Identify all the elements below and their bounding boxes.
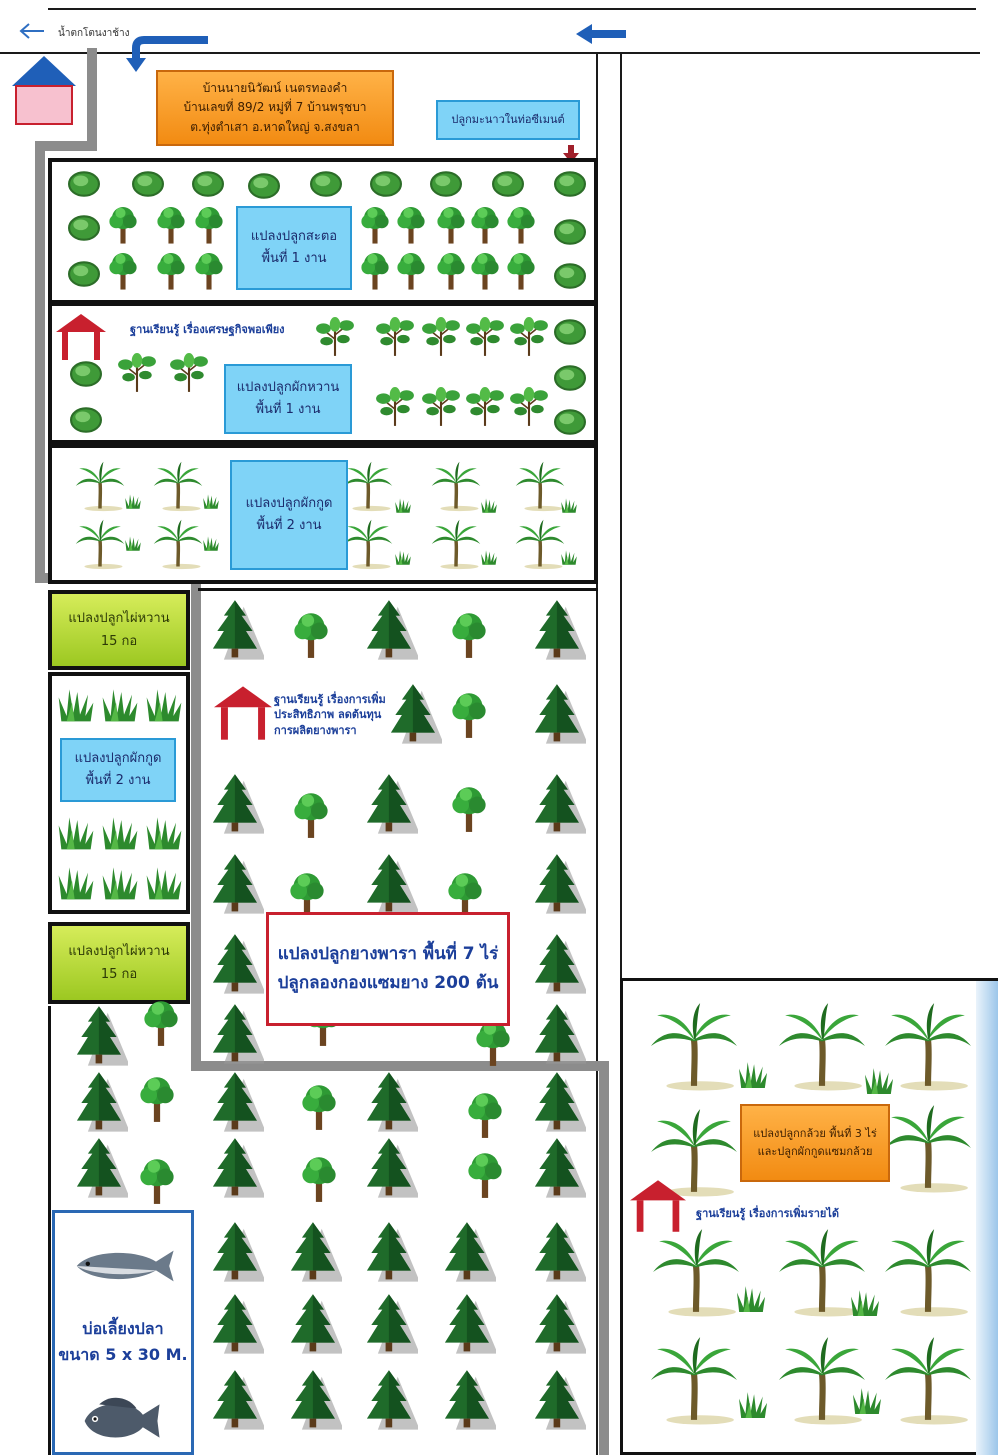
boundary-v-right2 — [620, 54, 622, 979]
plot-bamboo-bottom-line1: แปลงปลูกไผ่หวาน — [68, 943, 170, 959]
boundary-v-right — [596, 54, 598, 1455]
plot-banana-line2: และปลูกผักกูดแซมกล้วย — [757, 1145, 873, 1158]
fish-icon — [68, 1244, 178, 1288]
plot-sator-line2: พื้นที่ 1 งาน — [261, 251, 327, 266]
plot-rubber-border — [198, 588, 598, 591]
learning-center-rubber-line1: ฐานเรียนรู้ เรื่องการเพิ่ม — [274, 693, 386, 706]
tilapia-icon — [78, 1394, 162, 1446]
plot-phakkut-left-label: แปลงปลูกผักกูด พื้นที่ 2 งาน — [60, 738, 176, 802]
learning-center-income: ฐานเรียนรู้ เรื่องการเพิ่มรายได้ — [696, 1207, 839, 1220]
plot-phakkut-top-line1: แปลงปลูกผักกูด — [245, 495, 333, 511]
learning-center-rubber-line3: การผลิตยางพารา — [274, 723, 357, 737]
road-line-bottom — [0, 52, 980, 54]
banana-edge — [976, 981, 998, 1455]
plot-bamboo-top: แปลงปลูกไผ่หวาน 15 กอ — [48, 590, 190, 670]
fish-pond-line2: ขนาด 5 x 30 M. — [58, 1344, 188, 1364]
house-info-line1: บ้านนายนิวัฒน์ เนตรทองคำ — [202, 81, 348, 96]
fish-pond — [52, 1210, 194, 1455]
plot-phakwan-line2: พื้นที่ 1 งาน — [255, 402, 321, 417]
lime-pipe-label: ปลูกมะนาวในท่อซีเมนต์ — [436, 100, 580, 140]
plot-rubber-border-left — [48, 1006, 51, 1455]
road-label: น้ำตกโตนงาช้าง — [58, 28, 130, 39]
plot-phakkut-left-line2: พื้นที่ 2 งาน — [85, 773, 151, 788]
fish-pond-line1: บ่อเลี้ยงปลา — [82, 1319, 164, 1338]
plot-rubber-line1: แปลงปลูกยางพารา พื้นที่ 7 ไร่ — [277, 944, 499, 965]
learning-center-sufficiency: ฐานเรียนรู้ เรื่องเศรษฐกิจพอเพียง — [130, 323, 285, 336]
house-icon — [10, 54, 78, 126]
plot-sator-line1: แปลงปลูกสะตอ — [250, 228, 338, 244]
hut-icon-rubber — [214, 684, 272, 742]
plot-rubber-line2: ปลูกลองกองแซมยาง 200 ต้น — [277, 973, 499, 993]
plot-banana-line1: แปลงปลูกกล้วย พื้นที่ 3 ไร่ — [753, 1127, 877, 1141]
plot-sator-label: แปลงปลูกสะตอ พื้นที่ 1 งาน — [236, 206, 352, 290]
plot-phakkut-top-label: แปลงปลูกผักกูด พื้นที่ 2 งาน — [230, 460, 348, 570]
fish-pond-text: บ่อเลี้ยงปลา ขนาด 5 x 30 M. — [52, 1316, 194, 1367]
hut-icon-income — [630, 1178, 686, 1234]
direction-arrow-top-right — [576, 24, 626, 44]
house-info-line2: บ้านเลขที่ 89/2 หมู่ที่ 7 บ้านพรุชบา — [183, 100, 367, 115]
plot-bamboo-top-line2: 15 กอ — [100, 634, 138, 649]
plot-phakwan-line1: แปลงปลูกผักหวาน — [236, 379, 340, 395]
plot-bamboo-bottom: แปลงปลูกไผ่หวาน 15 กอ — [48, 922, 190, 1004]
plot-rubber-label: แปลงปลูกยางพารา พื้นที่ 7 ไร่ ปลูกลองกอง… — [266, 912, 510, 1026]
plot-banana-label: แปลงปลูกกล้วย พื้นที่ 3 ไร่ และปลูกผักกู… — [740, 1104, 890, 1182]
learning-center-rubber-line2: ประสิทธิภาพ ลดต้นทุน — [274, 708, 382, 722]
plot-bamboo-top-line1: แปลงปลูกไผ่หวาน — [68, 610, 170, 626]
plot-banana — [620, 978, 998, 1455]
plot-phakkut-top-line2: พื้นที่ 2 งาน — [256, 518, 322, 533]
plot-phakwan-label: แปลงปลูกผักหวาน พื้นที่ 1 งาน — [224, 364, 352, 434]
road-line-top — [48, 8, 976, 10]
direction-arrow-turn — [122, 30, 212, 74]
house-info-line3: ต.ทุ่งตำเสา อ.หาดใหญ่ จ.สงขลา — [190, 119, 360, 134]
plot-bamboo-bottom-line2: 15 กอ — [100, 967, 138, 982]
plot-phakkut-left-line1: แปลงปลูกผักกูด — [74, 750, 162, 766]
house-info-box: บ้านนายนิวัฒน์ เนตรทองคำ บ้านเลขที่ 89/2… — [156, 70, 394, 146]
arrow-left-icon[interactable] — [18, 22, 46, 40]
learning-center-rubber: ฐานเรียนรู้ เรื่องการเพิ่ม ประสิทธิภาพ ล… — [274, 692, 386, 738]
